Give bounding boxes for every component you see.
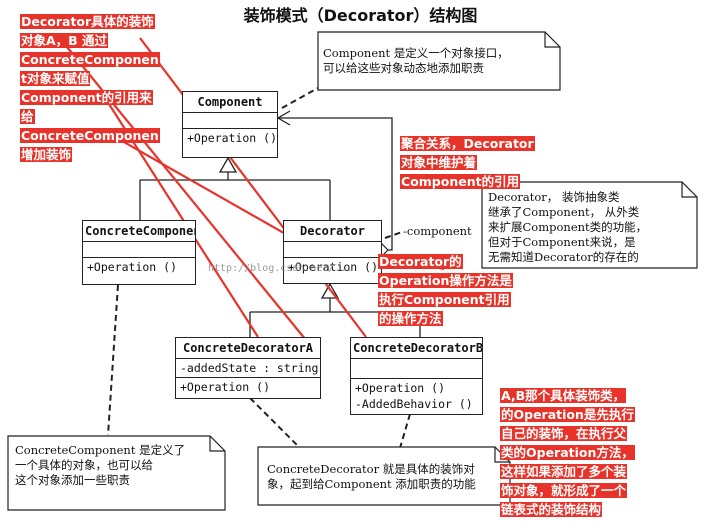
note-line: 无需知道Decorator的存在的 bbox=[488, 250, 639, 264]
annotation-line: Component的引用 bbox=[400, 174, 521, 189]
annotation-line: Operation操作方法是 bbox=[378, 273, 513, 288]
annotation-aggregation: 聚合关系，Decorator 对象中维护着 Component的引用 bbox=[400, 134, 535, 191]
annotation-line: 链表式的装饰结构 bbox=[500, 502, 603, 517]
annotation-line: t对象来赋值 bbox=[20, 71, 91, 86]
class-operations: +Operation () bbox=[87, 260, 178, 274]
annotation-line: 饰对象，就形成了一个 bbox=[500, 483, 628, 498]
watermark: http://blog.csdn.net/... bbox=[208, 263, 353, 274]
annotation-line: 给 bbox=[20, 109, 35, 124]
note-shape-concrete-component bbox=[7, 435, 226, 511]
class-operations: +Operation () bbox=[288, 260, 379, 274]
class-name: Decorator bbox=[284, 221, 381, 242]
note-line: 来扩展Component类的功能， bbox=[488, 220, 648, 234]
note-line: Decorator， 装饰抽象类 bbox=[488, 190, 620, 204]
annotation-line: A,B那个具体装饰类， bbox=[500, 388, 627, 403]
note-shapes bbox=[7, 31, 698, 511]
class-attributes bbox=[183, 113, 277, 129]
diagram-title: 装饰模式（Decorator）结构图 bbox=[243, 6, 478, 25]
class-name: ConcreteDecoratorA bbox=[176, 338, 320, 359]
note-concrete-decorator: ConcreteDecorator 就是具体的装饰对 象，起到给Componen… bbox=[267, 462, 476, 492]
annotation-line: Decorator具体的装饰 bbox=[20, 14, 155, 29]
note-shape-component bbox=[317, 31, 561, 91]
note-line: Component 是定义一个对象接口， bbox=[323, 46, 509, 60]
note-connectors bbox=[107, 87, 411, 449]
class-operations: +Operation () bbox=[180, 380, 271, 394]
annotation-bottom-right: A,B那个具体装饰类， 的Operation是先执行 自己的装饰，在执行父 类的… bbox=[500, 386, 635, 519]
annotation-line: 执行Component引用 bbox=[378, 292, 511, 307]
annotation-line: 的Operation是先执行 bbox=[500, 407, 635, 422]
annotation-line: Component的引用来 bbox=[20, 90, 153, 105]
note-concrete-component: ConcreteComponent 是定义了 一个具体的对象，也可以给 这个对象… bbox=[15, 443, 185, 488]
annotation-line: 增加装饰 bbox=[20, 147, 73, 162]
note-line: 但对于Component来说，是 bbox=[488, 235, 636, 249]
class-attributes bbox=[83, 242, 195, 258]
annotation-line: 对象中维护着 bbox=[400, 155, 478, 170]
class-name: ConcreteDecoratorB bbox=[351, 338, 482, 359]
class-concrete-component: ConcreteComponent +Operation () bbox=[82, 220, 196, 285]
note-line: 这个对象添加一些职责 bbox=[15, 473, 130, 487]
annotation-line: ConcreteComponen bbox=[20, 52, 160, 67]
class-concrete-decorator-a: ConcreteDecoratorA -addedState : string … bbox=[175, 337, 321, 399]
note-line: 继承了Component， 从外类 bbox=[488, 205, 640, 219]
note-shape-decorator bbox=[481, 181, 698, 269]
note-line: ConcreteComponent 是定义了 bbox=[15, 443, 186, 457]
annotation-line: 类的Operation方法， bbox=[500, 445, 635, 460]
annotation-line: 对象A，B 通过 bbox=[20, 33, 109, 48]
note-line: 可以给这些对象动态地添加职责 bbox=[323, 61, 484, 75]
note-line: ConcreteDecorator 就是具体的装饰对 bbox=[267, 462, 475, 476]
annotation-top-left: Decorator具体的装饰 对象A，B 通过 ConcreteComponen… bbox=[20, 12, 160, 164]
class-attributes: -addedState : string bbox=[176, 359, 320, 378]
annotation-line: 聚合关系，Decorator bbox=[400, 136, 535, 151]
class-operations-2: -AddedBehavior () bbox=[355, 397, 473, 411]
class-decorator: Decorator +Operation () bbox=[283, 220, 382, 284]
class-concrete-decorator-b: ConcreteDecoratorB +Operation () -AddedB… bbox=[350, 337, 483, 415]
annotation-decorator-operation: Decorator的 Operation操作方法是 执行Component引用 … bbox=[378, 252, 513, 328]
association-label: -component bbox=[403, 224, 472, 238]
note-line: 象，起到给Component 添加职责的功能 bbox=[267, 477, 476, 491]
annotation-line: Decorator的 bbox=[378, 254, 463, 269]
annotation-line: ConcreteComponen bbox=[20, 128, 160, 143]
class-attributes bbox=[351, 359, 482, 379]
annotation-line: 这样如果添加了多个装 bbox=[500, 464, 628, 479]
class-name: Component bbox=[183, 92, 277, 113]
class-name: ConcreteComponent bbox=[83, 221, 195, 242]
annotation-line: 的操作方法 bbox=[378, 311, 443, 326]
note-component: Component 是定义一个对象接口， 可以给这些对象动态地添加职责 bbox=[323, 46, 509, 76]
class-operations: +Operation () bbox=[355, 381, 446, 395]
class-attributes bbox=[284, 242, 381, 258]
note-line: 一个具体的对象，也可以给 bbox=[15, 458, 153, 472]
inherit-triangle-component bbox=[218, 156, 238, 173]
class-operations: +Operation () bbox=[187, 131, 278, 145]
annotation-line: 自己的装饰，在执行父 bbox=[500, 426, 628, 441]
note-decorator: Decorator， 装饰抽象类 继承了Component， 从外类 来扩展Co… bbox=[488, 190, 647, 265]
class-component: Component +Operation () bbox=[182, 91, 278, 158]
